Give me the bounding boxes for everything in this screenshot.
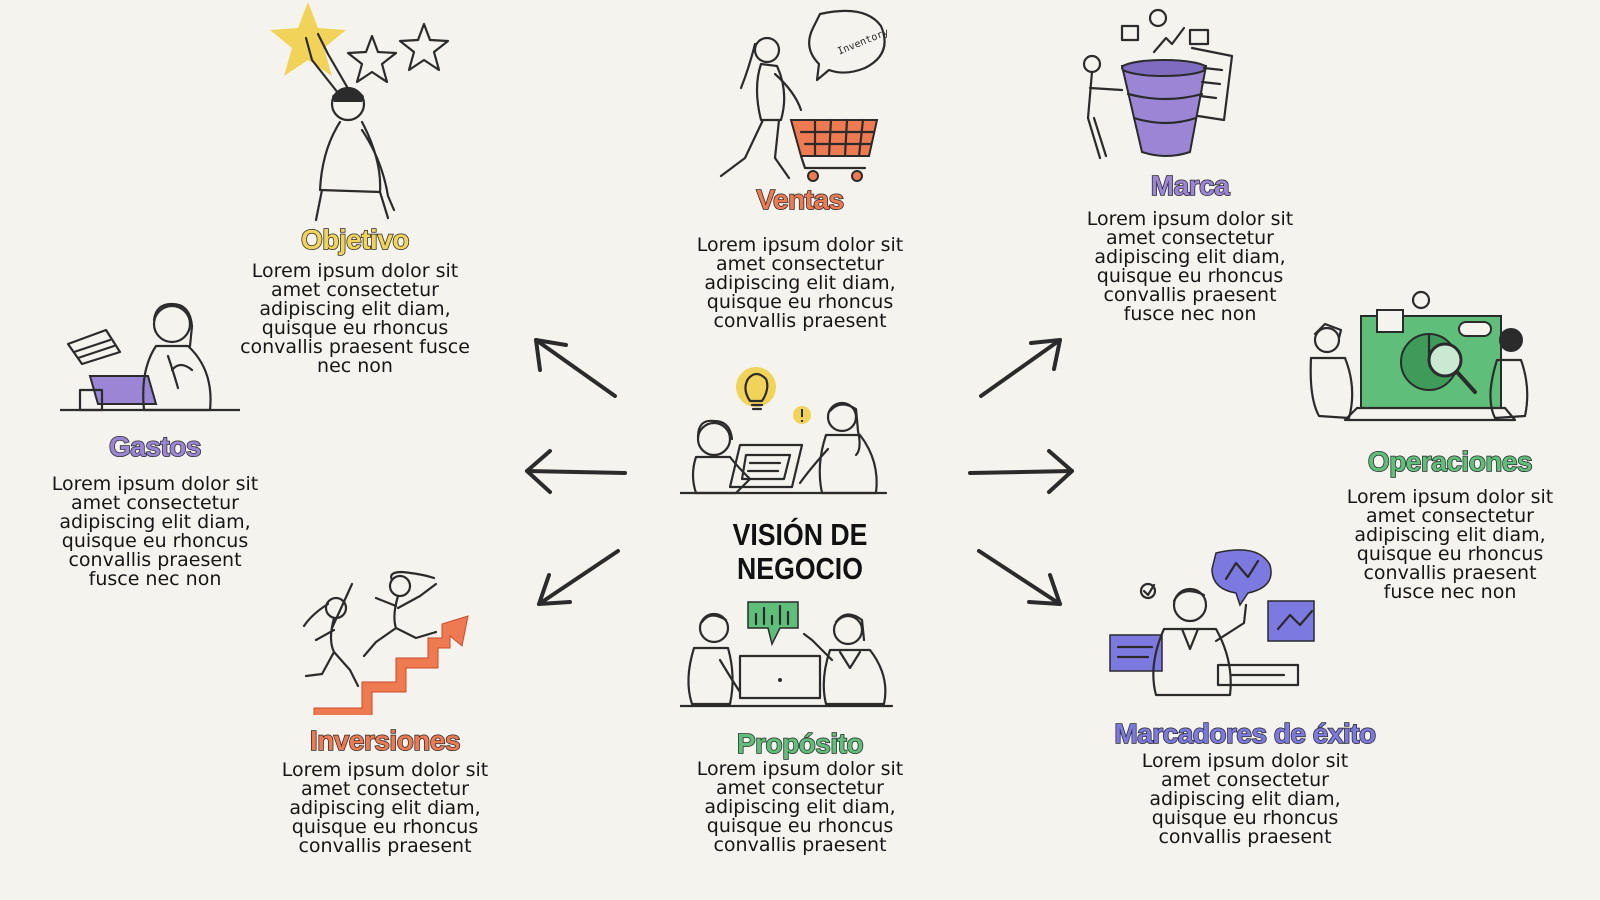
node-description: Lorem ipsum dolor sit amet consectetur a… [281,759,489,857]
node-title: Operaciones [1367,446,1533,477]
laptop-icon [728,443,804,489]
node-title: Gastos [108,431,202,462]
operations-illustration [1309,290,1529,422]
reaching-star-illustration [270,2,450,222]
center-title-line1: VISIÓN DE [732,517,868,552]
cart-icon [789,119,879,157]
arrow-to-gastos [525,449,627,494]
node-description: Lorem ipsum dolor sit amet consectetur a… [51,473,259,590]
arrow-to-inversiones [537,549,620,606]
expenses-illustration [60,302,240,412]
magnifier-icon [1427,342,1463,378]
graph-bubble-icon [1211,549,1272,607]
check-icon [1148,8,1168,28]
node-operaciones: Operaciones Lorem ipsum dolor sit amet c… [1320,446,1580,603]
arrow-to-operaciones [968,449,1074,494]
node-inversiones: Inversiones Lorem ipsum dolor sit amet c… [255,725,515,857]
growth-icon [1152,26,1186,54]
success-markers-illustration [1109,549,1315,697]
arrow-to-marca [979,338,1062,398]
funnel-illustration [1082,8,1234,160]
node-objetivo: Objetivo Lorem ipsum dolor sit amet cons… [225,224,485,377]
node-description: Lorem ipsum dolor sit amet consectetur a… [1141,750,1349,848]
node-title: Objetivo [300,224,410,255]
node-ventas: Ventas Lorem ipsum dolor sit amet consec… [670,184,930,332]
star-icon [270,2,346,76]
node-title: Propósito [736,728,864,759]
node-title: Marca [1150,170,1230,201]
node-description: Lorem ipsum dolor sit amet consectetur a… [696,758,904,856]
center-title: VISIÓN DE NEGOCIO [662,518,937,586]
growth-arrow-icon [313,615,469,715]
node-marcadores-de-exito: Marcadores de éxito Lorem ipsum dolor si… [1095,718,1395,848]
smiley-icon [1411,290,1431,310]
star-outline-icon [346,34,398,84]
node-title: Inversiones [309,725,461,756]
node-marca: Marca Lorem ipsum dolor sit amet consect… [1060,170,1320,325]
shopping-cart-illustration: Inventory [719,9,890,182]
center-title-line2: NEGOCIO [737,551,863,586]
arrow-to-marcadores [977,549,1062,606]
check-icon [1139,582,1157,600]
node-title: Marcadores de éxito [1114,718,1377,749]
screen-icon [1120,24,1140,42]
purpose-illustration [680,601,894,708]
node-description: Lorem ipsum dolor sit amet consectetur a… [240,260,470,377]
laptop-icon [738,654,822,700]
node-description: Lorem ipsum dolor sit amet consectetur a… [1086,208,1294,325]
node-description: Lorem ipsum dolor sit amet consectetur a… [1346,486,1554,603]
node-description: Lorem ipsum dolor sit amet consectetur a… [696,234,904,332]
play-icon [1188,28,1210,46]
lightbulb-glow [736,367,776,407]
arrow-to-objetivo [534,338,617,398]
star-outline-icon [398,22,450,72]
laptop-icon [88,375,158,405]
lightbulb-icon [744,372,769,411]
investments-illustration [302,570,469,715]
node-proposito: Propósito Lorem ipsum dolor sit amet con… [670,728,930,856]
chart-screen-icon [1267,600,1315,642]
speech-bubble-icon [808,9,886,82]
node-gastos: Gastos Lorem ipsum dolor sit amet consec… [25,431,285,590]
business-vision-illustration [680,367,888,495]
node-title: Ventas [756,184,845,215]
